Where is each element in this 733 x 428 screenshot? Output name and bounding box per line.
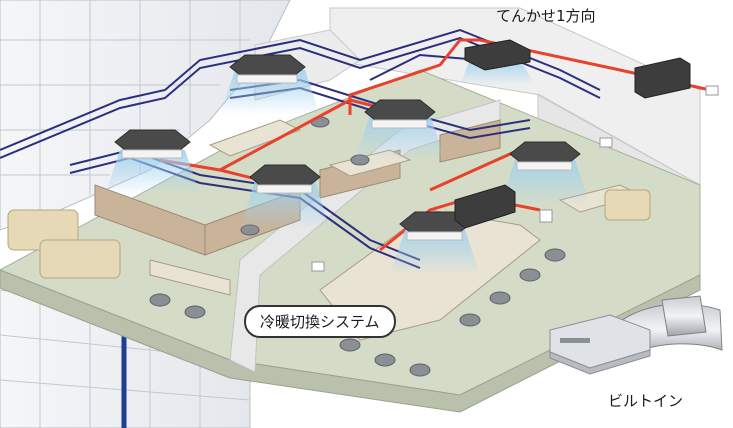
one-way-cassette-label: てんかせ1方向	[496, 7, 596, 25]
wall-controllers	[311, 85, 719, 272]
cassette-unit	[249, 164, 321, 194]
cassette-unit	[229, 54, 306, 84]
cassette-units	[114, 54, 581, 241]
cassette-unit	[364, 99, 436, 129]
chairs	[149, 116, 566, 377]
cassette-unit	[114, 129, 191, 159]
builtin-unit-label: ビルトイン	[608, 392, 684, 410]
ceiling-duct-units	[454, 39, 691, 229]
heat-cool-switch-system-label: 冷暖切換システム	[244, 305, 396, 338]
sofas	[7, 189, 651, 279]
builtin-unit-illustration	[549, 295, 723, 375]
cassette-unit	[509, 141, 581, 171]
